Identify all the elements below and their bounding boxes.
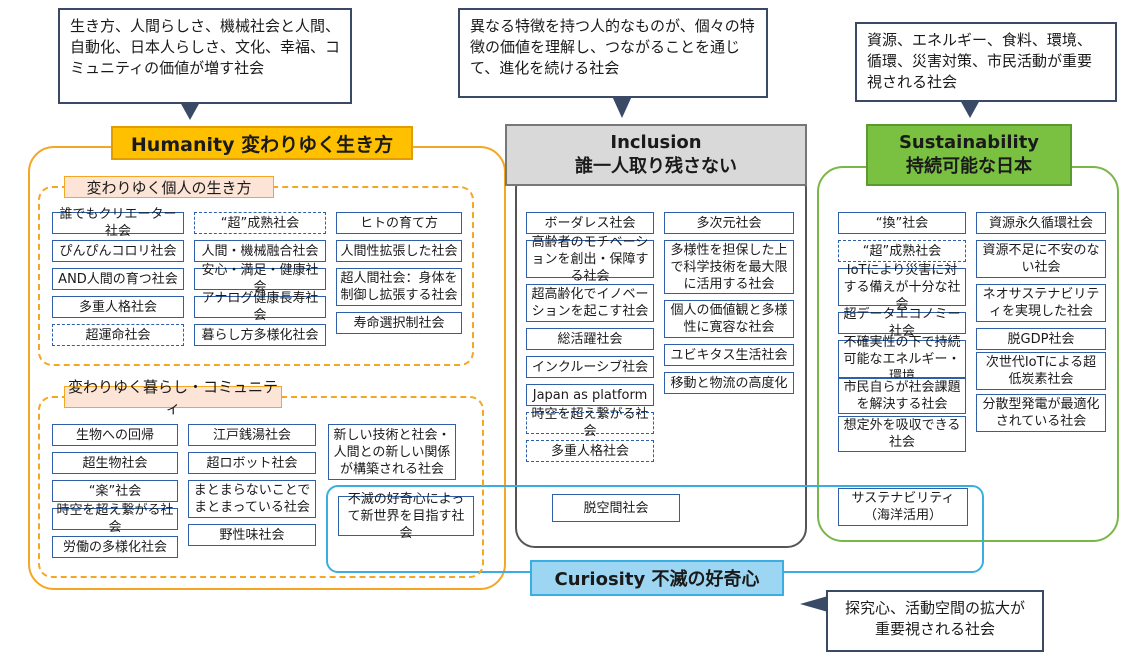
sustainability-callout: 資源、エネルギー、食料、環境、循環、災害対策、市民活動が重要視される社会 xyxy=(855,22,1117,102)
community-subtitle-text: 変わりゆく暮らし・コミュニティ xyxy=(67,378,278,417)
sus-c2-0: 資源永久循環社会 xyxy=(976,212,1106,234)
sus-c2-4: 次世代IoTによる超低炭素社会 xyxy=(976,352,1106,390)
com-c2-2: まとまらないことでまとまっている社会 xyxy=(188,480,316,518)
inclusion-callout: 異なる特徴を持つ人的なものが、個々の特徴の価値を理解し、つながることを通じて、進… xyxy=(458,8,768,98)
humanity-title-text: Humanity 変わりゆく生き方 xyxy=(130,133,394,156)
sus-bottom: サステナビリティ（海洋活用） xyxy=(838,488,968,526)
humanity-callout: 生き方、人間らしさ、機械社会と人間、自動化、日本人らしさ、文化、幸福、コミュニテ… xyxy=(58,8,352,104)
humanity-callout-tail xyxy=(180,102,200,120)
com-c2-1: 超ロボット社会 xyxy=(188,452,316,474)
ind-c1-4: 超運命社会 xyxy=(52,324,184,346)
inclusion-title: Inclusion 誰一人取り残さない xyxy=(505,124,807,186)
sus-c2-3: 脱GDP社会 xyxy=(976,328,1106,350)
ind-c2-3: アナログ健康長寿社会 xyxy=(194,291,326,323)
com-c2-3: 野性味社会 xyxy=(188,524,316,546)
inc-c1-4: インクルーシブ社会 xyxy=(526,356,654,378)
ind-c2-2: 安心・満足・健康社会 xyxy=(194,263,326,295)
sus-c2-5: 分散型発電が最適化されている社会 xyxy=(976,394,1106,432)
inc-c2-1: 多様性を担保した上で科学技術を最大限に活用する社会 xyxy=(664,240,794,294)
com-c3-1: 不滅の好奇心によって新世界を目指す社会 xyxy=(338,492,474,541)
curiosity-title-text: Curiosity 不滅の好奇心 xyxy=(554,569,760,590)
com-c1-4: 労働の多様化社会 xyxy=(52,536,178,558)
sus-c1-3: 超データエコノミー社会 xyxy=(838,307,966,339)
ind-c1-0: 誰でもクリエーター社会 xyxy=(52,207,184,239)
inc-c2-2: 個人の価値観と多様性に寛容な社会 xyxy=(664,300,794,338)
inc-c1-5: Japan as platform xyxy=(526,384,654,406)
sus-c1-1: “超”成熟社会 xyxy=(838,240,966,262)
com-c3-0: 新しい技術と社会・人間との新しい関係が構築される社会 xyxy=(328,424,456,480)
individual-subtitle: 変わりゆく個人の生き方 xyxy=(64,176,274,198)
ind-c3-0: ヒトの育て方 xyxy=(336,212,462,234)
curiosity-callout: 探究心、活動空間の拡大が重要視される社会 xyxy=(826,590,1044,652)
curiosity-callout-tail xyxy=(800,596,828,612)
ind-c2-0: “超”成熟社会 xyxy=(194,212,326,234)
inclusion-title-jp: 誰一人取り残さない xyxy=(575,156,737,177)
ind-c1-3: 多重人格社会 xyxy=(52,296,184,318)
sustainability-title-en: Sustainability xyxy=(898,132,1040,153)
sustainability-callout-text: 資源、エネルギー、食料、環境、循環、災害対策、市民活動が重要視される社会 xyxy=(867,31,1093,91)
inc-c1-6: 時空を超え繋がる社会 xyxy=(526,407,654,439)
com-c2-0: 江戸銭湯社会 xyxy=(188,424,316,446)
inclusion-title-en: Inclusion xyxy=(610,132,702,153)
sus-c2-1: 資源不足に不安のない社会 xyxy=(976,240,1106,278)
sustainability-title: Sustainability 持続可能な日本 xyxy=(866,124,1072,186)
humanity-title: Humanity 変わりゆく生き方 xyxy=(111,126,413,160)
sus-c2-2: ネオサステナビリティを実現した社会 xyxy=(976,284,1106,322)
ind-c3-3: 寿命選択制社会 xyxy=(336,312,462,334)
com-c1-1: 超生物社会 xyxy=(52,452,178,474)
inc-c1-2: 超高齢化でイノベーションを起こす社会 xyxy=(526,284,654,322)
ind-c1-1: ぴんぴんコロリ社会 xyxy=(52,240,184,262)
sustainability-callout-tail xyxy=(960,100,980,118)
inc-c1-7: 多重人格社会 xyxy=(526,440,654,462)
sus-c1-5: 市民自らが社会課題を解決する社会 xyxy=(838,378,966,414)
curiosity-title: Curiosity 不滅の好奇心 xyxy=(530,560,784,596)
inc-c2-4: 移動と物流の高度化 xyxy=(664,372,794,394)
sus-c1-6: 想定外を吸収できる社会 xyxy=(838,416,966,452)
individual-subtitle-text: 変わりゆく個人の生き方 xyxy=(86,178,252,197)
inclusion-callout-text: 異なる特徴を持つ人的なものが、個々の特徴の価値を理解し、つながることを通じて、進… xyxy=(470,17,755,77)
inc-c1-0: ボーダレス社会 xyxy=(526,212,654,234)
community-subtitle: 変わりゆく暮らし・コミュニティ xyxy=(64,378,282,417)
ind-c3-1: 人間性拡張した社会 xyxy=(336,240,462,262)
ind-c1-2: AND人間の育つ社会 xyxy=(52,268,184,290)
com-c1-0: 生物への回帰 xyxy=(52,424,178,446)
sus-c1-0: “換”社会 xyxy=(838,212,966,234)
inc-c2-0: 多次元社会 xyxy=(664,212,794,234)
sus-c1-2: IoTにより災害に対する備えが十分な社会 xyxy=(838,263,966,312)
inc-c1-1: 高齢者のモチベーションを創出・保障する社会 xyxy=(526,235,654,284)
inclusion-callout-tail xyxy=(612,96,632,118)
humanity-callout-text: 生き方、人間らしさ、機械社会と人間、自動化、日本人らしさ、文化、幸福、コミュニテ… xyxy=(70,17,341,77)
ind-c2-1: 人間・機械融合社会 xyxy=(194,240,326,262)
sustainability-title-jp: 持続可能な日本 xyxy=(906,156,1032,177)
ind-c2-4: 暮らし方多様化社会 xyxy=(194,324,326,346)
com-c1-3: 時空を超え繋がる社会 xyxy=(52,503,178,535)
curiosity-callout-text: 探究心、活動空間の拡大が重要視される社会 xyxy=(844,599,1025,638)
inc-c1-3: 総活躍社会 xyxy=(526,328,654,350)
sus-c1-4: 不確実性の下で持続可能なエネルギー・環境 xyxy=(838,335,966,384)
inc-bottom: 脱空間社会 xyxy=(552,494,680,522)
inc-c2-3: ユビキタス生活社会 xyxy=(664,344,794,366)
ind-c3-2: 超人間社会：身体を制御し拡張する社会 xyxy=(336,268,462,306)
com-c1-2: “楽”社会 xyxy=(52,480,178,502)
